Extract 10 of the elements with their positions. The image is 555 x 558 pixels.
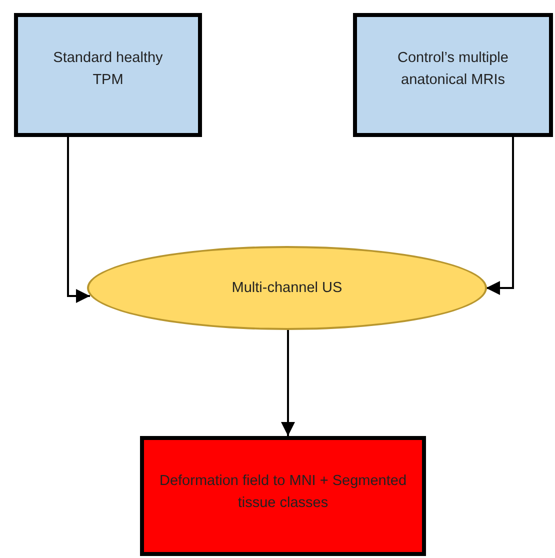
input-box: [353, 13, 553, 137]
input-box: [14, 13, 202, 137]
node-label: Multi-channel US: [230, 278, 344, 298]
node-label: Standard healthy TPM: [52, 49, 164, 90]
node-label: Control’s multiple anatonical MRIs: [396, 49, 510, 90]
output-box: [140, 436, 426, 556]
arrow: [486, 137, 514, 295]
arrow: [67, 137, 90, 303]
arrow: [281, 330, 295, 436]
node-label: Deformation field to MNI + Segmented tissue classes: [158, 472, 408, 514]
